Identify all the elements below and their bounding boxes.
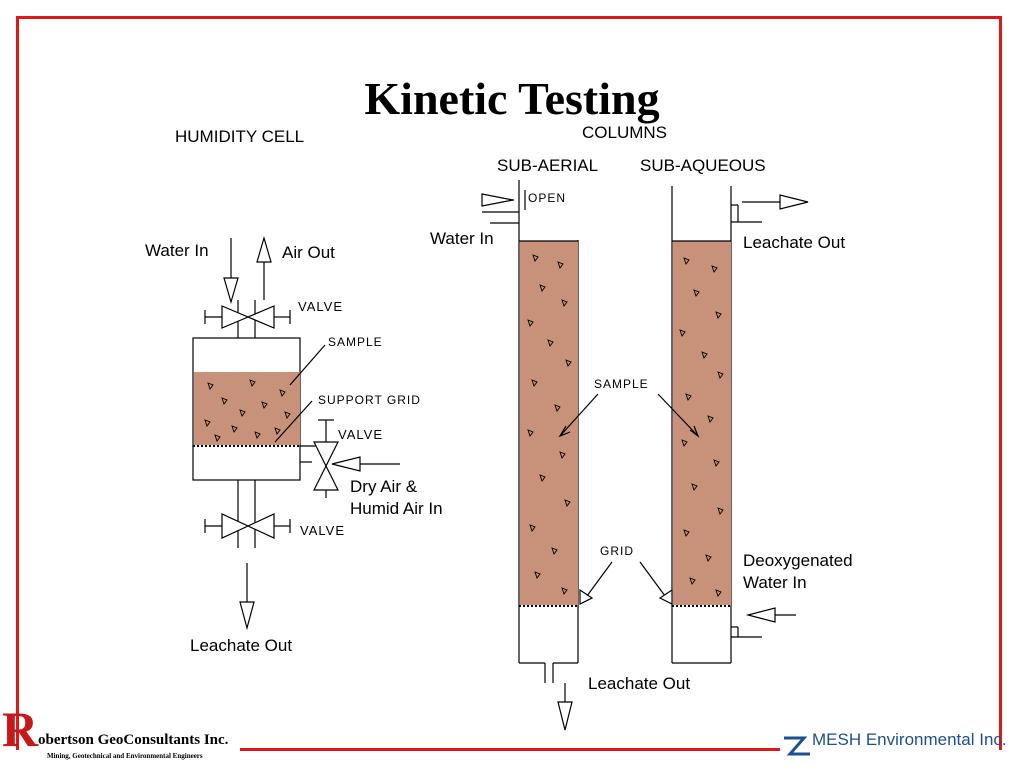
hc-air-out-label: Air Out xyxy=(282,243,335,262)
slide-frame xyxy=(16,16,1002,750)
robertson-tagline: Mining, Geotechnical and Environmental E… xyxy=(47,752,203,760)
sub-aqueous-label: SUB-AQUEOUS xyxy=(640,156,766,175)
slide-title: Kinetic Testing xyxy=(364,73,660,124)
hc-leachate-out-label: Leachate Out xyxy=(190,636,292,655)
robertson-logo-initial: R xyxy=(2,701,39,757)
robertson-company-name: obertson GeoConsultants Inc. xyxy=(38,732,229,748)
open-label: OPEN xyxy=(528,191,566,205)
col-leachate-out-top-label: Leachate Out xyxy=(743,233,845,252)
hc-support-grid-label: SUPPORT GRID xyxy=(318,393,421,407)
deoxygenated-label-1: Deoxygenated xyxy=(743,551,853,570)
hc-sample xyxy=(194,372,300,445)
col-leachate-out-bottom-label: Leachate Out xyxy=(588,674,690,693)
sub-aerial-label: SUB-AERIAL xyxy=(497,156,598,175)
mesh-logo-icon xyxy=(784,736,810,756)
col-water-in-label: Water In xyxy=(430,229,494,248)
hc-dry-air-label-1: Dry Air & xyxy=(350,477,418,496)
columns-heading: COLUMNS xyxy=(582,123,667,142)
hc-side-valve xyxy=(313,419,339,498)
hc-top-valve xyxy=(204,305,291,329)
hc-valve-side-label: VALVE xyxy=(338,427,383,442)
sub-aqueous-sample xyxy=(673,241,731,605)
mesh-company-name: MESH Environmental Inc. xyxy=(812,730,1007,749)
footer-divider xyxy=(240,748,780,751)
hc-dry-air-label-2: Humid Air In xyxy=(350,499,443,518)
hc-valve-bottom-label: VALVE xyxy=(300,523,345,538)
columns: COLUMNS SUB-AERIAL SUB-AQUEOUS OPEN Wate… xyxy=(430,123,853,731)
humidity-cell-heading: HUMIDITY CELL xyxy=(175,127,304,146)
column-sample-grains xyxy=(527,254,724,597)
hc-water-in-label: Water In xyxy=(145,241,209,260)
humidity-cell: HUMIDITY CELL Water In Air Out VALVE xyxy=(145,127,443,655)
hc-sample-label: SAMPLE xyxy=(328,335,383,349)
sub-aerial-column: OPEN Water In Leachate Out xyxy=(430,180,690,731)
deoxygenated-label-2: Water In xyxy=(743,573,807,592)
hc-valve-top-label: VALVE xyxy=(298,299,343,314)
sub-aerial-sample xyxy=(520,241,578,605)
col-grid-label: GRID xyxy=(600,544,634,558)
col-sample-label: SAMPLE xyxy=(594,377,649,391)
sub-aqueous-column: Leachate Out Deoxygenated Water In xyxy=(671,186,853,664)
hc-sample-grains xyxy=(204,379,291,442)
hc-bottom-valve xyxy=(204,513,291,539)
